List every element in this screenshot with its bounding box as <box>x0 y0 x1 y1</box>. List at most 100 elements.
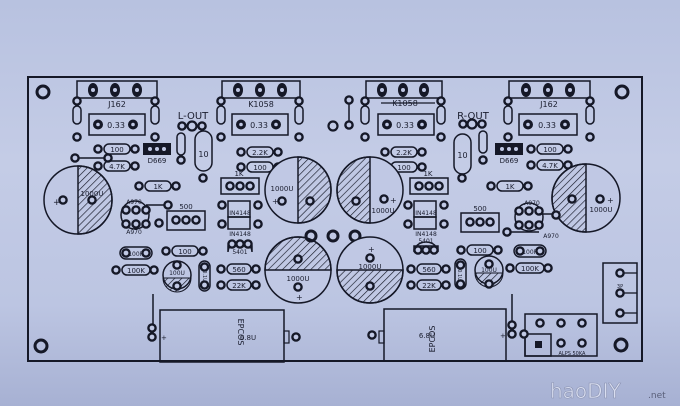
emitter-resistor-left-2: 0.33 <box>231 113 289 136</box>
silkscreen-label: 100K <box>521 265 539 273</box>
silkscreen-label: 4.7K <box>109 163 125 171</box>
silkscreen-label: 10 <box>198 150 208 159</box>
gate-resistor-left-c <box>216 96 226 142</box>
gate-resistor-left-a <box>72 96 82 142</box>
mounting-hole-bl <box>33 338 49 354</box>
capacitor-100u-left: 100U <box>162 260 192 293</box>
gate-resistor-left-b <box>150 96 160 142</box>
inductor-resistor-right: 10 <box>453 133 472 183</box>
inductor-resistor-left: 10 <box>194 130 213 183</box>
trim-1k-left: 1K <box>220 170 260 195</box>
gate-resistor-right-d <box>585 96 595 142</box>
resistor-100r-left: 100R <box>119 246 153 260</box>
transistor-pair-a970-right: A970 A970 <box>502 200 561 240</box>
silkscreen-label: A970 <box>524 200 540 207</box>
silkscreen-label: + <box>161 334 167 342</box>
silkscreen-label: EPCOS <box>428 326 437 353</box>
silkscreen-label: IN4148 <box>415 231 437 238</box>
right-channel: K1058 0.33 2.2K 100 + 1000U + <box>336 80 621 362</box>
silkscreen-label: 1000U <box>359 263 382 271</box>
resistor-2k2-left: 2.2K <box>236 146 283 158</box>
resistor-100-right-b: 100 <box>456 244 503 256</box>
transistor-k1058-left: K1058 <box>221 80 301 109</box>
silkscreen-label: 4.7K <box>542 162 558 170</box>
silkscreen-label: A970 <box>126 199 142 206</box>
watermark-logo: haoDIY .net <box>550 379 666 402</box>
mounting-hole-tl <box>35 84 51 100</box>
silkscreen-label: J162 <box>539 100 558 109</box>
silkscreen-label: 1000U <box>590 206 613 214</box>
resistor-560-right: 560 <box>406 263 451 275</box>
resistor-4k7-right: 4.7K <box>526 159 573 171</box>
label-r-out: R-OUT <box>457 111 490 122</box>
silkscreen-label: 0.33 <box>538 121 556 130</box>
silkscreen-label: + <box>53 198 61 208</box>
capacitor-1000u-right-side: + 1000U <box>336 156 404 224</box>
silkscreen-label: 100 <box>110 146 123 154</box>
driver-d669-right: D669 <box>495 143 523 165</box>
silkscreen-label: .net <box>648 391 666 401</box>
emitter-resistor-right-2: 0.33 <box>518 113 578 136</box>
silkscreen-label: 1K <box>234 170 243 178</box>
capacitor-100u-right: 100U <box>474 255 504 289</box>
gate-resistor-left-d <box>294 96 304 142</box>
silkscreen-label: 1K <box>423 170 432 178</box>
silkscreen-label: 10 <box>457 151 467 160</box>
resistor-4k7-left: 4.7K <box>93 160 140 172</box>
silkscreen-label: 0.1U <box>456 269 462 281</box>
label-l-out: L-OUT <box>178 111 209 122</box>
resistor-100-right: 100 <box>526 143 573 155</box>
silkscreen-label: K1058 <box>248 100 274 109</box>
silkscreen-label: 100R <box>128 251 144 258</box>
silkscreen-label: IN4148 <box>415 210 437 217</box>
silkscreen-label: 22K <box>232 282 246 290</box>
silkscreen-label: 560 <box>422 266 435 274</box>
silkscreen-label: 0.33 <box>250 121 268 130</box>
capacitor-1000u-left-bottom: 1000U + <box>264 236 332 304</box>
capacitor-film-0u1-right: 0.1U <box>454 258 467 290</box>
silkscreen-label: + <box>500 332 506 340</box>
trim-1k-right: 1K <box>409 170 449 195</box>
center-terminals <box>304 95 362 243</box>
silkscreen-label: 1000U <box>271 185 294 193</box>
transistor-pair-a970-left: A970 A970 <box>120 199 173 236</box>
gate-resistor-right-b <box>436 96 446 142</box>
silkscreen-label: D669 <box>148 157 167 165</box>
silkscreen-label: 0.33 <box>396 121 414 130</box>
silkscreen-label: 1000U <box>287 275 310 283</box>
resistor-22k-left: 22K <box>216 279 261 291</box>
resistor-22k-right: 22K <box>406 279 451 291</box>
left-channel: J162 0.33 L-OUT 10 100 4.7K <box>43 80 332 363</box>
film-capacitor-epcos-left: + EPCOS 6.8U <box>147 294 301 363</box>
mounting-hole-tr <box>614 84 630 100</box>
silkscreen-label: + <box>296 293 303 302</box>
silkscreen-label: EPCOS <box>236 319 245 346</box>
silkscreen-label: + <box>272 197 279 206</box>
silkscreen-label: + <box>368 245 375 254</box>
capacitor-1000u-left-main: + 1000U <box>43 165 113 235</box>
silkscreen-label: A970 <box>126 229 142 236</box>
label-alps: ALPS 50KA <box>559 351 587 357</box>
resistor-560-left: 560 <box>216 263 261 275</box>
silkscreen-label: 0.1U <box>201 270 207 282</box>
resistor-100-left-b: 100 <box>161 245 208 257</box>
capacitor-1000u-right-bottom: + 1000U <box>336 236 404 304</box>
silkscreen-label: 100 <box>473 247 486 255</box>
silkscreen-label: A970 <box>543 233 559 240</box>
silkscreen-label: 1K <box>505 183 514 191</box>
diodes-in4148-left: IN4148 IN4148 <box>217 200 263 238</box>
resistor-100k-left: 100K <box>111 264 159 276</box>
silkscreen-label: 500 <box>179 203 192 211</box>
zobel-resistor-left <box>176 132 186 165</box>
silkscreen-label: 2.2K <box>252 149 268 157</box>
silkscreen-label: haoDIY <box>550 379 621 402</box>
silkscreen-label: 1000U <box>372 207 395 215</box>
zobel-resistor-right <box>478 130 488 165</box>
driver-d669-left: D669 <box>143 143 171 165</box>
trimpot-500-right: 500 <box>460 205 500 233</box>
trimpot-500-left: 500 <box>166 203 206 231</box>
gate-resistor-right-a <box>360 96 370 142</box>
silkscreen-label: IN4148 <box>229 231 251 238</box>
